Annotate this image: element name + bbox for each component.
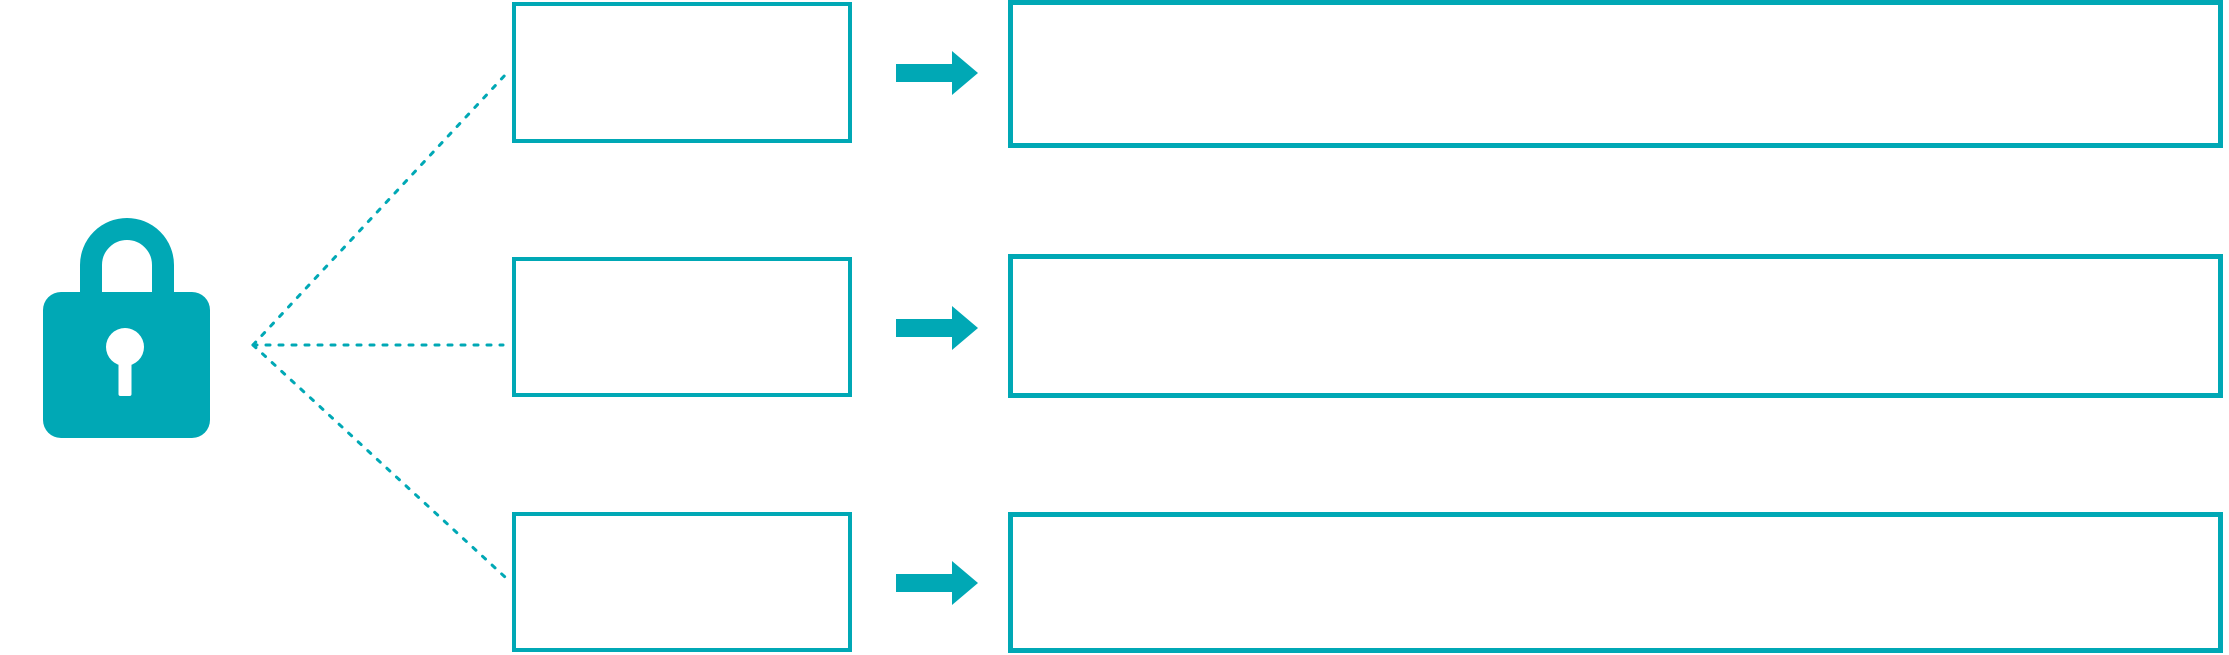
source-box-3 xyxy=(512,512,852,652)
right-arrow-icon xyxy=(896,561,978,605)
target-box-1 xyxy=(1008,0,2223,148)
source-box-2 xyxy=(512,257,852,397)
right-arrow-icon xyxy=(896,306,978,350)
right-arrow-icon xyxy=(896,51,978,95)
lock-keyhole-stem xyxy=(118,347,132,396)
target-box-3 xyxy=(1008,512,2223,653)
source-box-1 xyxy=(512,2,852,143)
target-box-2 xyxy=(1008,254,2223,398)
lock-icon xyxy=(43,218,210,438)
lock-shackle xyxy=(80,218,174,302)
dotted-connector-top xyxy=(251,71,509,347)
dotted-connector-bottom xyxy=(251,343,507,579)
